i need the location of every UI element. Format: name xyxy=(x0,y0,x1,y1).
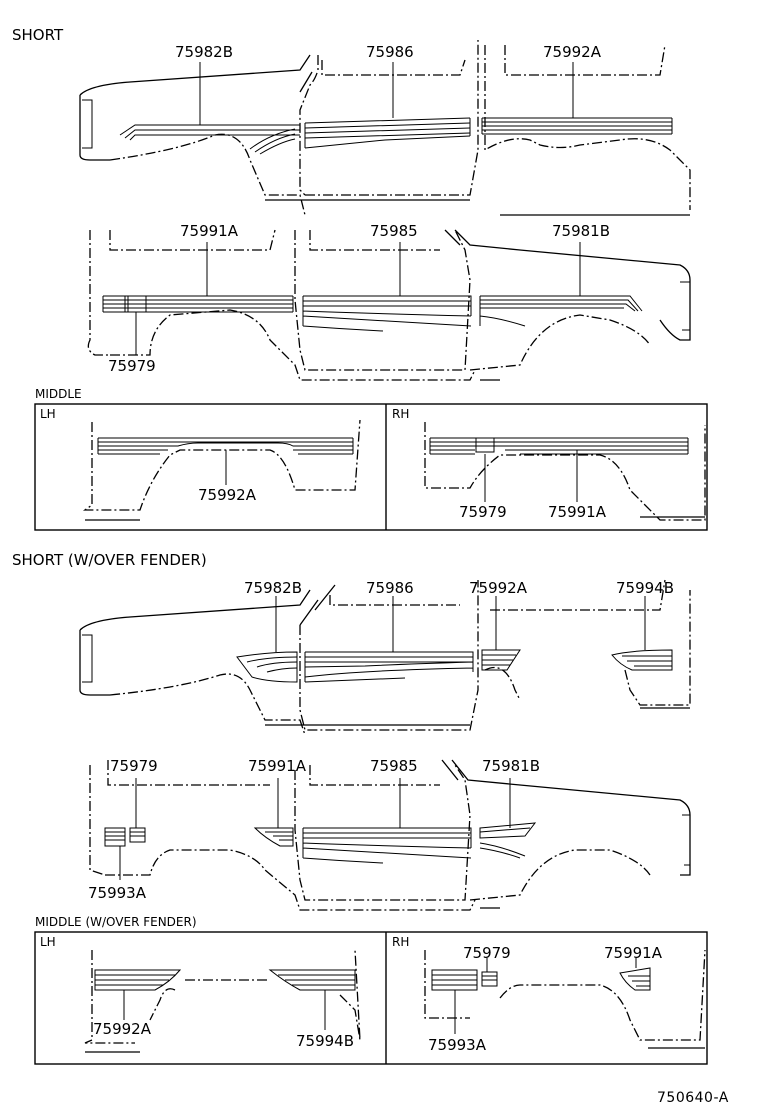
part-number-label: 75992A xyxy=(93,1020,152,1038)
side-label-rh: RH xyxy=(392,935,409,949)
middle-rh-vehicle xyxy=(424,422,706,521)
middle-lh-vehicle xyxy=(82,419,361,521)
part-number-label: 75981B xyxy=(552,222,610,240)
side-label-rh: RH xyxy=(392,407,409,421)
side-label-lh: LH xyxy=(40,407,56,421)
part-number-label: 75981B xyxy=(482,757,540,775)
part-number-label: 75979 xyxy=(463,944,511,962)
middle-over-fender-panel xyxy=(34,931,708,1065)
part-number-label: 75993A xyxy=(88,884,147,902)
short-over-fender-rh-vehicle xyxy=(89,759,691,911)
part-number-label: 75982B xyxy=(175,43,233,61)
middle-over-fender-lh-vehicle xyxy=(84,949,361,1053)
section-title-short-over-fender: SHORT (W/OVER FENDER) xyxy=(12,551,207,569)
side-label-lh: LH xyxy=(40,935,56,949)
short-lh-vehicle xyxy=(79,40,691,216)
section-title-middle-over-fender: MIDDLE (W/OVER FENDER) xyxy=(35,915,197,929)
part-number-label: 75979 xyxy=(110,757,158,775)
part-number-label: 75991A xyxy=(180,222,239,240)
part-number-label: 75994B xyxy=(616,579,674,597)
middle-over-fender-rh-vehicle xyxy=(424,949,706,1049)
middle-panel xyxy=(34,403,708,531)
part-number-label: 75985 xyxy=(370,757,418,775)
part-number-label: 75986 xyxy=(366,43,414,61)
section-title-middle: MIDDLE xyxy=(35,387,82,401)
part-number-label: 75992A xyxy=(469,579,528,597)
part-number-label: 75991A xyxy=(604,944,663,962)
part-number-label: 75994B xyxy=(296,1032,354,1050)
part-number-label: 75992A xyxy=(198,486,257,504)
part-number-label: 75986 xyxy=(366,579,414,597)
part-number-label: 75991A xyxy=(248,757,307,775)
figure-code: 750640-A xyxy=(657,1090,729,1106)
short-rh-vehicle xyxy=(87,229,691,381)
part-number-label: 75979 xyxy=(459,503,507,521)
part-number-label: 75991A xyxy=(548,503,607,521)
part-number-label: 75993A xyxy=(428,1036,487,1054)
section-title-short: SHORT xyxy=(12,26,64,44)
part-number-label: 75992A xyxy=(543,43,602,61)
part-number-label: 75982B xyxy=(244,579,302,597)
short-over-fender-lh-vehicle xyxy=(79,579,691,736)
part-number-label: 75979 xyxy=(108,357,156,375)
part-number-label: 75985 xyxy=(370,222,418,240)
